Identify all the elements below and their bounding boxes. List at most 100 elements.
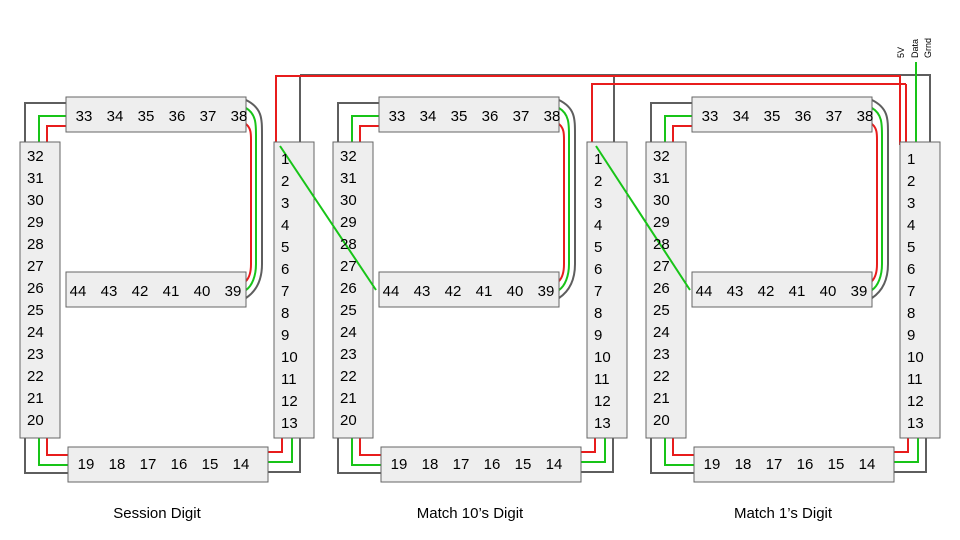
d3-top-segment-strip <box>691 96 873 133</box>
d1-top-segment-number: 38 <box>231 108 248 125</box>
d1-top-segment-number: 36 <box>169 108 186 125</box>
d2-bottom-segment-number: 17 <box>453 456 470 473</box>
bus-label-1: Data <box>910 39 920 58</box>
d3-bottom-right-ground-wire <box>894 438 927 473</box>
d3-middle-segment-number: 43 <box>727 283 744 300</box>
d3-middle-segment-number: 40 <box>820 283 837 300</box>
d1-right-segment-number: 3 <box>281 195 289 212</box>
power-feed-2 <box>591 83 906 145</box>
d3-right-segment-number: 6 <box>907 261 915 278</box>
d2-bottom-segment-number: 16 <box>484 456 501 473</box>
d3-right-segment-number: 11 <box>907 371 923 388</box>
d3-right-loop-ground-wire <box>871 99 889 299</box>
d1-left-segment-number: 32 <box>27 148 44 165</box>
power-bus-wire <box>275 75 901 145</box>
d3-top-left-data-wire <box>664 115 692 142</box>
d2-bottom-segment-strip <box>380 446 582 483</box>
d1-left-segment-number: 25 <box>27 302 44 319</box>
d2-middle-segment-strip <box>378 271 560 308</box>
d3-left-segment-number: 29 <box>653 214 670 231</box>
d2-bottom-segment-number: 19 <box>391 456 408 473</box>
d3-right-segment-strip <box>899 141 941 439</box>
d2-right-segment-number: 12 <box>594 393 611 410</box>
d3-bottom-right-data-wire <box>894 438 919 463</box>
d2-right-loop-data-wire <box>558 107 570 291</box>
d2-right-loop-ground-wire <box>558 99 576 299</box>
d3-middle-segment-number: 42 <box>758 283 775 300</box>
d1-right-segment-number: 7 <box>281 283 289 300</box>
d1-bottom-segment-number: 17 <box>140 456 157 473</box>
d3-top-segment-number: 33 <box>702 108 719 125</box>
d3-right-segment-number: 8 <box>907 305 915 322</box>
d3-top-segment-number: 38 <box>857 108 874 125</box>
d2-bottom-left-ground-wire <box>337 438 381 474</box>
d2-right-segment-number: 1 <box>594 151 602 168</box>
d3-right-segment-number: 7 <box>907 283 915 300</box>
d3-right-segment-number: 13 <box>907 415 924 432</box>
d1-left-segment-number: 31 <box>27 170 44 187</box>
d1-left-segment-strip <box>19 141 61 439</box>
d2-bottom-segment-number: 15 <box>515 456 532 473</box>
d3-caption: Match 1’s Digit <box>734 505 833 522</box>
d2-left-segment-number: 32 <box>340 148 357 165</box>
d2-left-segment-number: 25 <box>340 302 357 319</box>
d3-left-segment-number: 21 <box>653 390 670 407</box>
d2-right-segment-number: 6 <box>594 261 602 278</box>
d1-right-segment-number: 2 <box>281 173 289 190</box>
d2-left-segment-strip <box>332 141 374 439</box>
d3-bottom-right-power-wire <box>894 438 909 453</box>
d2-middle-segment-number: 40 <box>507 283 524 300</box>
d1-middle-segment-number: 44 <box>70 283 87 300</box>
data-link-1-to-2 <box>279 145 377 291</box>
d2-bottom-segment-number: 18 <box>422 456 439 473</box>
d1-right-segment-number: 8 <box>281 305 289 322</box>
d2-bottom-left-data-wire <box>351 438 381 466</box>
d2-top-segment-number: 36 <box>482 108 499 125</box>
data-link-layer <box>279 145 691 291</box>
d3-bottom-segment-number: 15 <box>828 456 845 473</box>
d3-bottom-segment-number: 14 <box>859 456 876 473</box>
d1-middle-segment-number: 39 <box>225 283 242 300</box>
d1-caption: Session Digit <box>113 505 201 522</box>
d1-right-segment-number: 6 <box>281 261 289 278</box>
d3-left-segment-number: 24 <box>653 324 670 341</box>
d2-right-segment-number: 3 <box>594 195 602 212</box>
d1-left-segment-number: 22 <box>27 368 44 385</box>
d3-middle-segment-number: 44 <box>696 283 713 300</box>
d3-left-segment-strip <box>645 141 687 439</box>
d2-top-segment-strip <box>378 96 560 133</box>
bus-label-0: 5V <box>896 47 906 58</box>
d3-top-segment-number: 35 <box>764 108 781 125</box>
d1-bottom-right-data-wire <box>268 438 293 463</box>
bus-label-2: Grnd <box>923 38 933 58</box>
d3-left-segment-number: 31 <box>653 170 670 187</box>
d3-right-loop-data-wire <box>871 107 883 291</box>
d1-top-segment-number: 35 <box>138 108 155 125</box>
d1-right-segment-number: 13 <box>281 415 298 432</box>
d1-right-loop-data-wire <box>245 107 257 291</box>
d3-right-segment-number: 10 <box>907 349 924 366</box>
d2-left-segment-number: 29 <box>340 214 357 231</box>
d1-left-segment-number: 26 <box>27 280 44 297</box>
d2-middle-segment-number: 43 <box>414 283 431 300</box>
d2-top-segment-number: 37 <box>513 108 530 125</box>
d1-bottom-segment-number: 16 <box>171 456 188 473</box>
d2-right-segment-number: 8 <box>594 305 602 322</box>
d1-middle-segment-number: 42 <box>132 283 149 300</box>
d2-right-segment-number: 11 <box>594 371 610 388</box>
d1-bottom-segment-number: 18 <box>109 456 126 473</box>
d3-bottom-segment-number: 17 <box>766 456 783 473</box>
d2-left-segment-number: 26 <box>340 280 357 297</box>
d3-left-segment-number: 22 <box>653 368 670 385</box>
d1-bottom-segment-number: 14 <box>233 456 250 473</box>
d2-right-segment-number: 10 <box>594 349 611 366</box>
d3-top-left-ground-wire <box>650 102 692 142</box>
d2-top-left-power-wire <box>359 125 379 142</box>
d3-left-segment-number: 25 <box>653 302 670 319</box>
d3-top-left-power-wire <box>672 125 692 142</box>
d3-right-segment-number: 3 <box>907 195 915 212</box>
d1-top-left-power-wire <box>46 125 66 142</box>
d3-bottom-segment-number: 16 <box>797 456 814 473</box>
d2-right-segment-number: 9 <box>594 327 602 344</box>
